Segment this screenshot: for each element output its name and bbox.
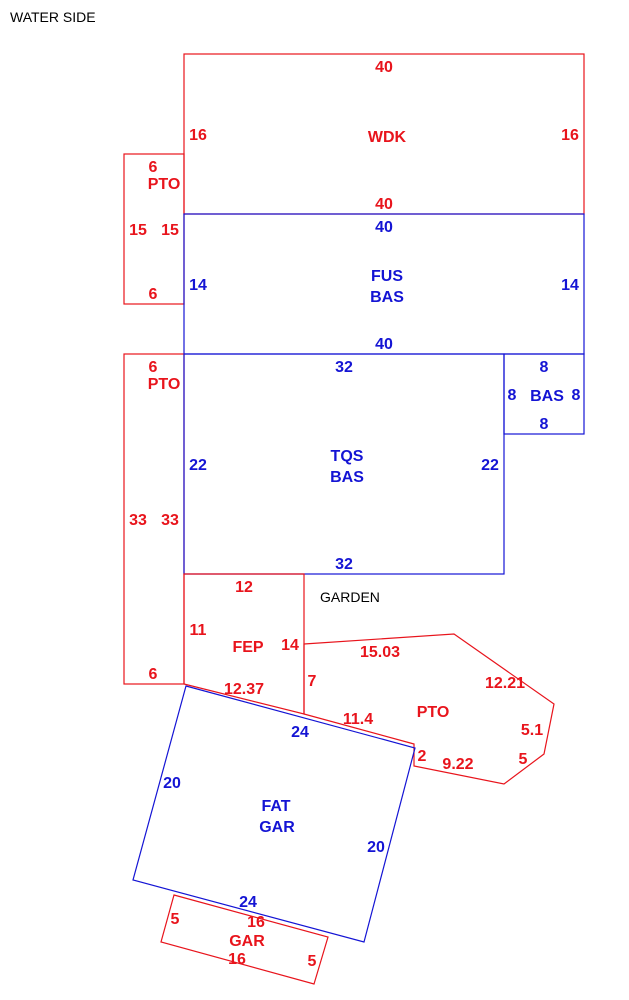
water-side-label: WATER SIDE xyxy=(10,9,96,25)
gar-left-dim: 5 xyxy=(171,911,180,928)
fus-bas-top-dim: 40 xyxy=(375,219,393,236)
pto-upper-label: PTO xyxy=(148,176,181,193)
pto-garden-dim-2: 12.21 xyxy=(485,675,525,692)
fat-gar-left-dim: 20 xyxy=(163,775,181,792)
bas-small-right-dim: 8 xyxy=(572,387,581,404)
fat-label: FAT xyxy=(261,798,290,815)
fat-gar-label: GAR xyxy=(259,819,295,836)
fep-label: FEP xyxy=(232,639,263,656)
fus-bas-label: BAS xyxy=(370,289,404,306)
wdk-bottom-dim: 40 xyxy=(375,196,393,213)
pto-garden-dim-8: 7 xyxy=(308,673,317,690)
pto-left-top-dim: 6 xyxy=(149,359,158,376)
tqs-bas-label: BAS xyxy=(330,469,364,486)
pto-garden-dim-6: 2 xyxy=(418,748,427,765)
wdk-left-dim: 16 xyxy=(189,127,207,144)
pto-upper-left-dim: 15 xyxy=(129,222,147,239)
fus-bas-bottom-dim: 40 xyxy=(375,336,393,353)
pto-left-bottom-dim: 6 xyxy=(149,666,158,683)
tqs-bas-top-dim: 32 xyxy=(335,359,353,376)
pto-upper-top-dim: 6 xyxy=(149,159,158,176)
tqs-bas-bottom-dim: 32 xyxy=(335,556,353,573)
fus-bas-left-dim: 14 xyxy=(189,277,207,294)
tqs-bas-left-dim: 22 xyxy=(189,457,207,474)
gar-top-dim: 16 xyxy=(247,914,265,931)
pto-garden-dim-7: 11.4 xyxy=(343,711,373,728)
tqs-bas-right-dim: 22 xyxy=(481,457,499,474)
bas-small-top-dim: 8 xyxy=(540,359,549,376)
pto-upper-bottom-dim: 6 xyxy=(149,286,158,303)
fat-gar-right-dim: 20 xyxy=(367,839,385,856)
fep-left-dim: 11 xyxy=(190,622,207,639)
pto-left-right-dim: 33 xyxy=(161,512,179,529)
fep-top-dim: 12 xyxy=(235,579,253,596)
pto-upper-right-dim: 15 xyxy=(161,222,179,239)
fep-right-dim: 14 xyxy=(281,637,299,654)
garden-label: GARDEN xyxy=(320,589,380,605)
pto-garden-label: PTO xyxy=(417,704,450,721)
fep-bottom-dim: 12.37 xyxy=(224,681,264,698)
pto-garden-dim-5: 9.22 xyxy=(442,756,473,773)
fat-gar-top-dim: 24 xyxy=(291,724,309,741)
gar-area xyxy=(160,894,329,985)
fat-gar-bottom-dim: 24 xyxy=(239,894,257,911)
pto-left-label: PTO xyxy=(148,376,181,393)
pto-garden-area xyxy=(303,633,555,785)
fus-label: FUS xyxy=(371,268,403,285)
pto-garden-dim-4: 5 xyxy=(519,751,528,768)
gar-label: GAR xyxy=(229,933,265,950)
fus-bas-right-dim: 14 xyxy=(561,277,579,294)
tqs-bas-area xyxy=(183,353,505,575)
tqs-label: TQS xyxy=(331,448,364,465)
bas-small-area xyxy=(503,353,585,435)
pto-garden-dim-3: 5.1 xyxy=(521,722,543,739)
wdk-label: WDK xyxy=(368,129,407,146)
pto-garden-dim-1: 15.03 xyxy=(360,644,400,661)
gar-right-dim: 5 xyxy=(308,953,317,970)
fat-gar-area xyxy=(132,685,416,943)
bas-small-left-dim: 8 xyxy=(508,387,517,404)
pto-left-left-dim: 33 xyxy=(129,512,147,529)
gar-bottom-dim: 16 xyxy=(228,951,246,968)
bas-small-label: BAS xyxy=(530,388,564,405)
bas-small-bottom-dim: 8 xyxy=(540,416,549,433)
wdk-right-dim: 16 xyxy=(561,127,579,144)
wdk-top-dim: 40 xyxy=(375,59,393,76)
